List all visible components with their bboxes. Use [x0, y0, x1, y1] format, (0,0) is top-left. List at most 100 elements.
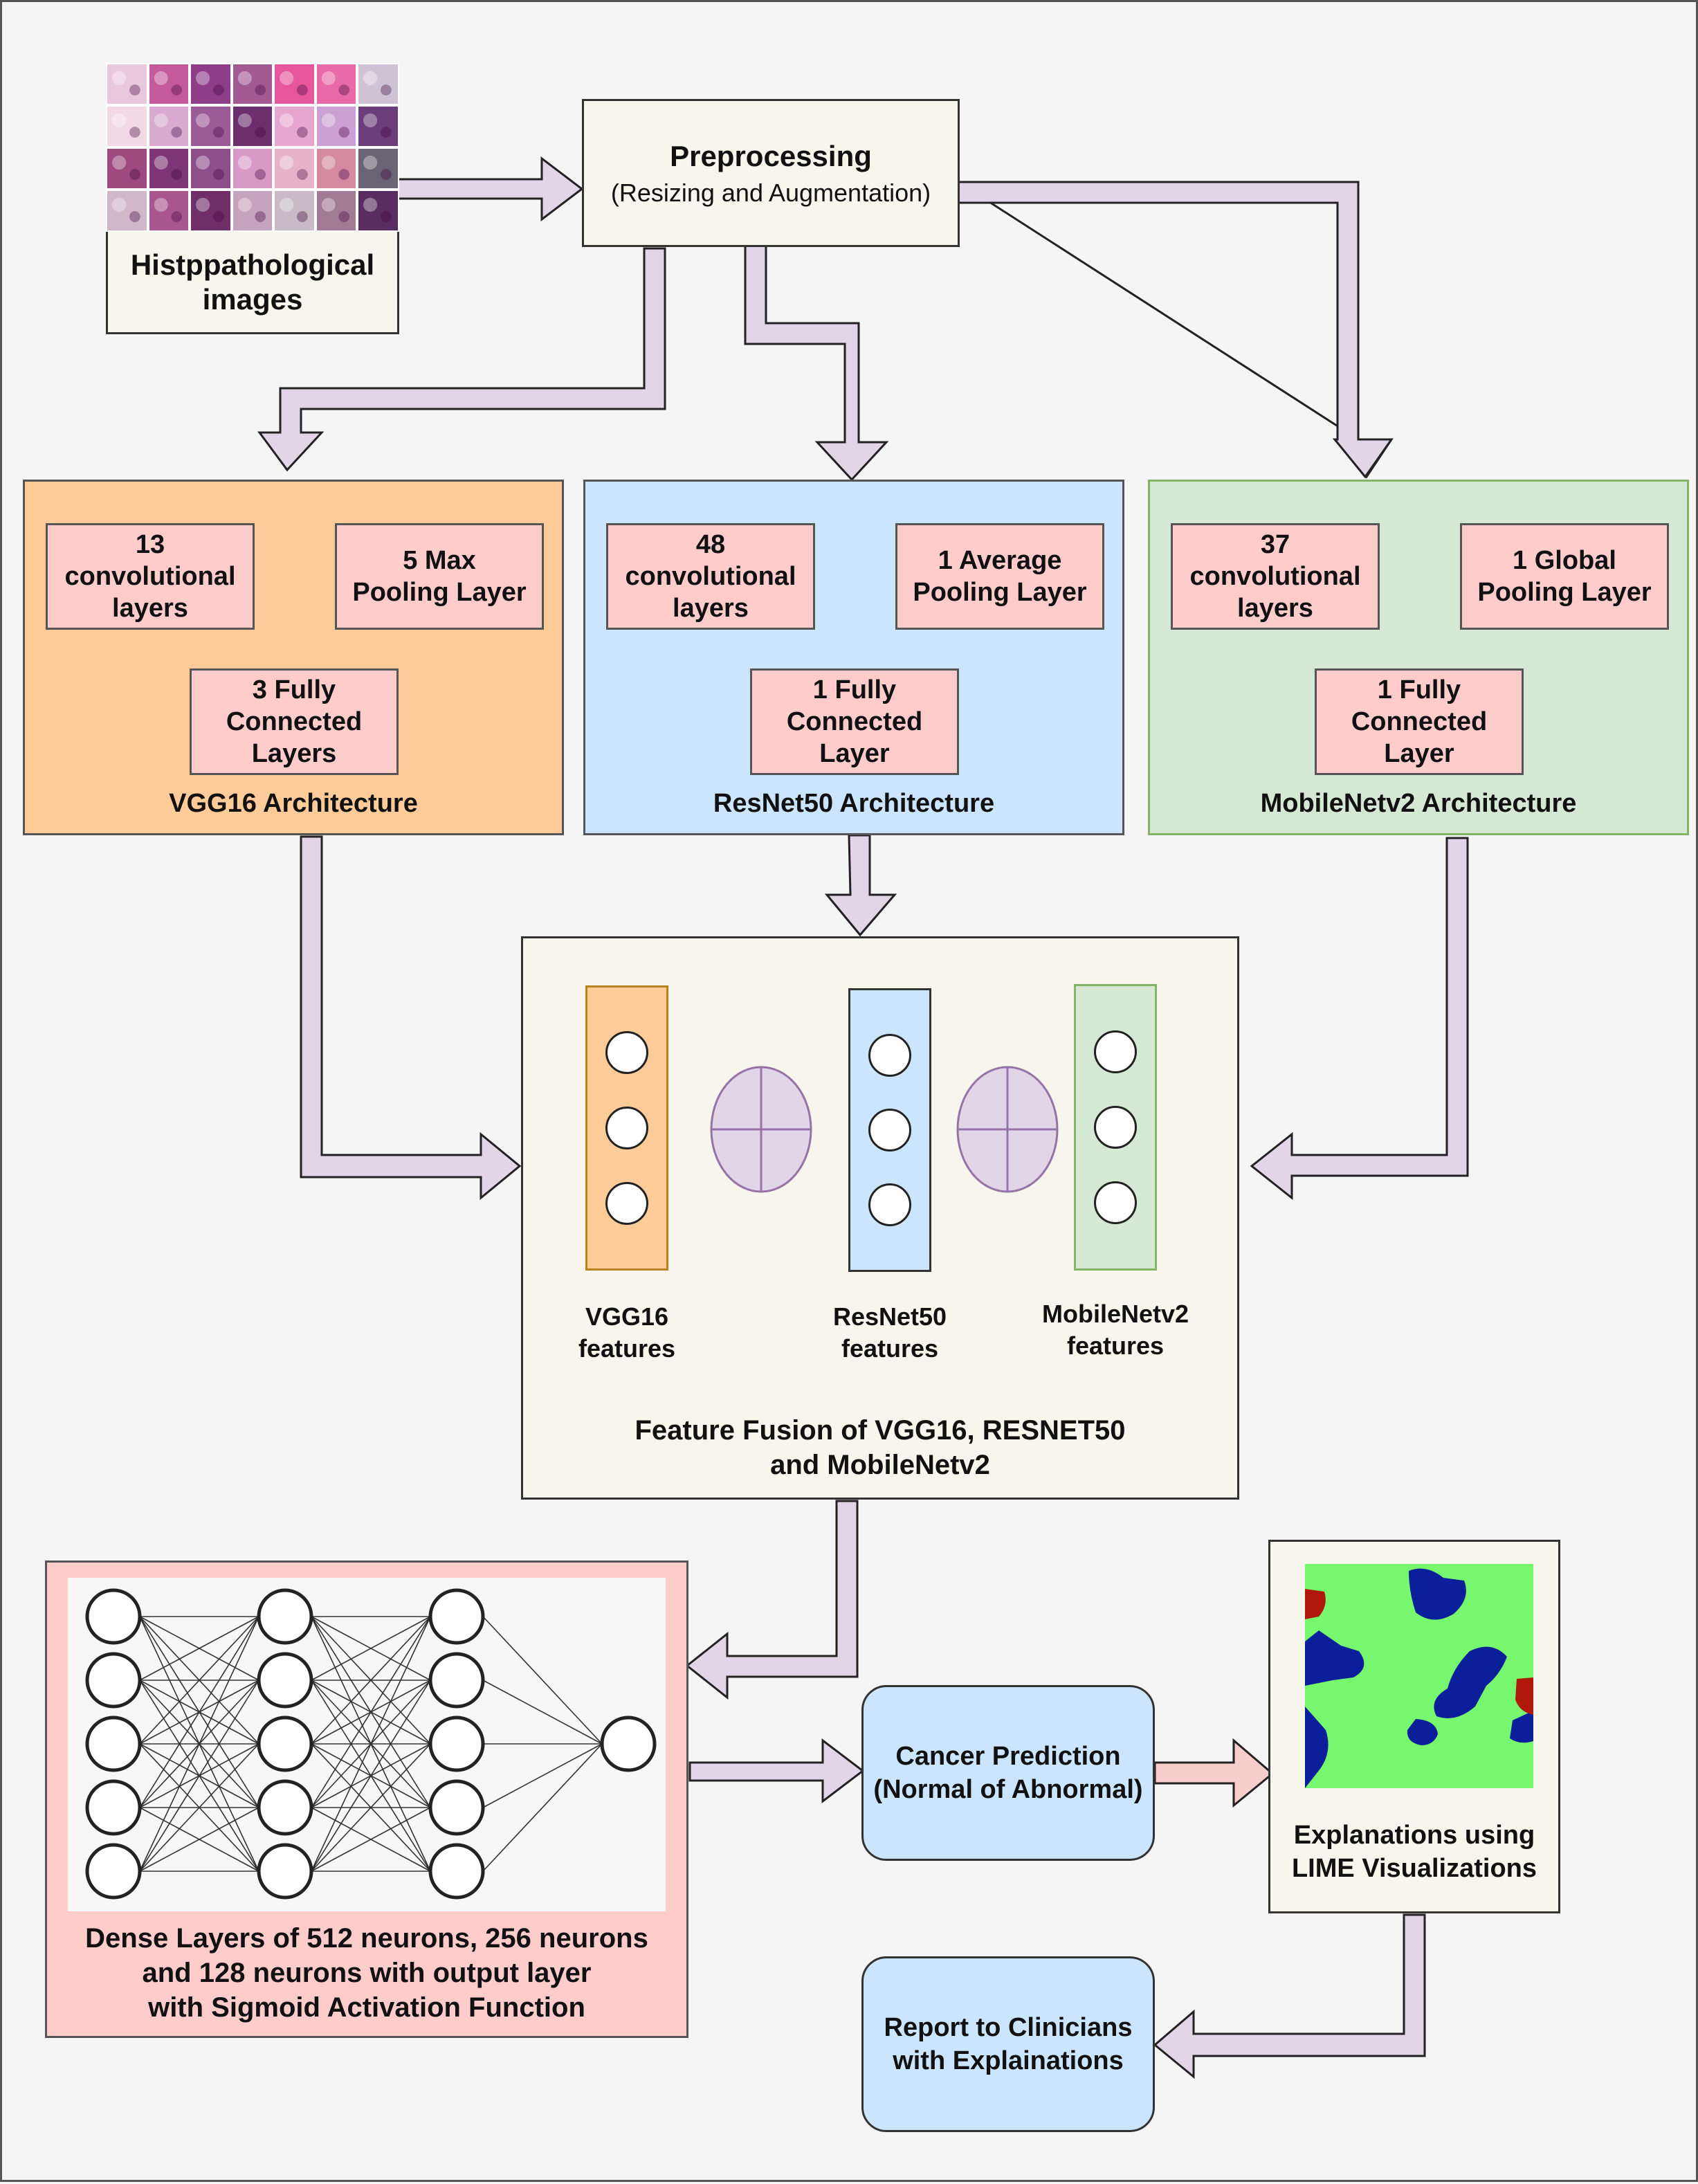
histopathology-tile: [107, 149, 147, 188]
arrow-dense-to-prediction: [688, 1738, 865, 1804]
arrow-prediction-to-lime: [1153, 1738, 1275, 1808]
histopathology-tile: [358, 107, 398, 146]
histopathology-tile: [316, 64, 356, 104]
histopathology-tile: [275, 149, 314, 188]
nn-neuron: [257, 1779, 313, 1836]
arrow-lime-to-report: [1153, 1913, 1426, 2080]
preprocessing-box: Preprocessing (Resizing and Augmentation…: [582, 99, 960, 247]
nn-connection: [139, 1807, 259, 1872]
nn-connection: [311, 1743, 431, 1872]
histopathology-tile: [232, 64, 273, 104]
input-images-block: Histppathological images: [106, 63, 399, 334]
nn-connection: [482, 1616, 603, 1745]
nn-connection: [311, 1616, 431, 1808]
feature-neuron: [1094, 1105, 1137, 1149]
histopathology-image-grid: [106, 63, 399, 232]
neural-network-illustration: [68, 1578, 666, 1911]
arrow-vgg16-to-fusion: [300, 835, 522, 1201]
nn-neuron: [428, 1716, 485, 1772]
histopathology-tile: [191, 191, 230, 230]
vgg16-conv-layers: 13 convolutional layers: [46, 523, 255, 630]
cancer-prediction-box: Cancer Prediction (Normal of Abnormal): [861, 1685, 1155, 1861]
histopathology-tile: [149, 107, 189, 146]
resnet50-feature-column: [848, 988, 931, 1272]
nn-connection: [482, 1680, 603, 1745]
arrow-resnet50-to-fusion: [824, 834, 897, 937]
arrow-preprocessing-to-vgg16: [257, 247, 666, 472]
feature-neuron: [1094, 1030, 1137, 1073]
nn-neuron: [600, 1716, 657, 1772]
nn-connection: [482, 1743, 603, 1872]
vgg16-fc-layers: 3 Fully Connected Layers: [190, 668, 399, 775]
histopathology-tile: [275, 191, 314, 230]
nn-connection: [311, 1616, 431, 1681]
mobilenetv2-features-label: MobileNetv2 features: [1041, 1300, 1189, 1360]
arrow-images-to-preprocessing: [394, 156, 584, 222]
feature-neuron: [605, 1181, 648, 1225]
dense-layers-label: Dense Layers of 512 neurons, 256 neurons…: [85, 1923, 648, 2023]
nn-connection: [139, 1616, 259, 1808]
resnet50-fc-layer: 1 Fully Connected Layer: [750, 668, 959, 775]
arrow-mobilenetv2-to-fusion: [1250, 837, 1469, 1201]
feature-fusion-box: VGG16 features ResNet50 features MobileN…: [521, 936, 1239, 1500]
mobilenetv2-conv-layers: 37 convolutional layers: [1171, 523, 1380, 630]
histopathology-tile: [191, 149, 230, 188]
nn-neuron: [85, 1779, 142, 1836]
nn-neuron: [257, 1843, 313, 1900]
vgg16-feature-column: [585, 985, 668, 1271]
feature-neuron: [868, 1034, 911, 1077]
resnet50-conv-layers: 48 convolutional layers: [606, 523, 815, 630]
feature-neuron: [868, 1183, 911, 1226]
histopathology-tile: [275, 107, 314, 146]
vgg16-features-label: VGG16 features: [578, 1302, 676, 1363]
nn-connection: [139, 1680, 259, 1872]
vgg16-pooling-layers: 5 Max Pooling Layer: [335, 523, 544, 630]
histopathology-tile: [191, 64, 230, 104]
concat-operator-icon: [956, 1066, 1059, 1193]
histopathology-tile: [107, 64, 147, 104]
feature-neuron: [868, 1109, 911, 1152]
histopathology-tile: [358, 191, 398, 230]
arrow-preprocessing-to-resnet50: [744, 244, 889, 482]
histopathology-tile: [358, 64, 398, 104]
resnet50-pooling-layer: 1 Average Pooling Layer: [895, 523, 1104, 630]
nn-connection: [139, 1616, 259, 1872]
feature-neuron: [605, 1031, 648, 1075]
histopathology-tile: [191, 107, 230, 146]
vgg16-panel: 13 convolutional layers 5 Max Pooling La…: [23, 480, 564, 835]
arrow-preprocessing-to-mobilenetv2: [954, 181, 1394, 479]
lime-explanations-box: Explanations using LIME Visualizations: [1268, 1540, 1560, 1913]
nn-neuron: [85, 1843, 142, 1900]
histopathology-tile: [149, 64, 189, 104]
histopathology-tile: [232, 107, 273, 146]
histopathology-tile: [149, 149, 189, 188]
mobilenetv2-fc-layer: 1 Fully Connected Layer: [1315, 668, 1524, 775]
nn-connection: [311, 1680, 431, 1872]
mobilenetv2-panel: 37 convolutional layers 1 Global Pooling…: [1148, 480, 1689, 835]
feature-neuron: [605, 1106, 648, 1149]
histopathology-tile: [275, 64, 314, 104]
histopathology-tile: [232, 149, 273, 188]
nn-connection: [139, 1743, 259, 1872]
nn-neuron: [85, 1588, 142, 1645]
lime-heatmap: [1305, 1564, 1533, 1788]
nn-neuron: [257, 1652, 313, 1709]
nn-connection: [311, 1616, 431, 1872]
lime-label: Explanations using LIME Visualizations: [1291, 1821, 1537, 1883]
histopathology-tile: [107, 191, 147, 230]
nn-neuron: [257, 1588, 313, 1645]
input-images-label: Histppathological images: [106, 232, 399, 334]
concat-operator-icon: [710, 1066, 812, 1193]
histopathology-tile: [107, 107, 147, 146]
nn-neuron: [428, 1652, 485, 1709]
clinician-report-box: Report to Clinicians with Explainations: [861, 1956, 1155, 2132]
nn-connection: [139, 1616, 259, 1745]
vgg16-label: VGG16 Architecture: [169, 789, 418, 818]
resnet50-panel: 48 convolutional layers 1 Average Poolin…: [583, 480, 1124, 835]
feature-fusion-title: Feature Fusion of VGG16, RESNET50 and Mo…: [635, 1415, 1126, 1480]
nn-connection: [139, 1616, 259, 1681]
mobilenetv2-pooling-layer: 1 Global Pooling Layer: [1460, 523, 1669, 630]
arrow-fusion-to-dense: [685, 1500, 859, 1700]
